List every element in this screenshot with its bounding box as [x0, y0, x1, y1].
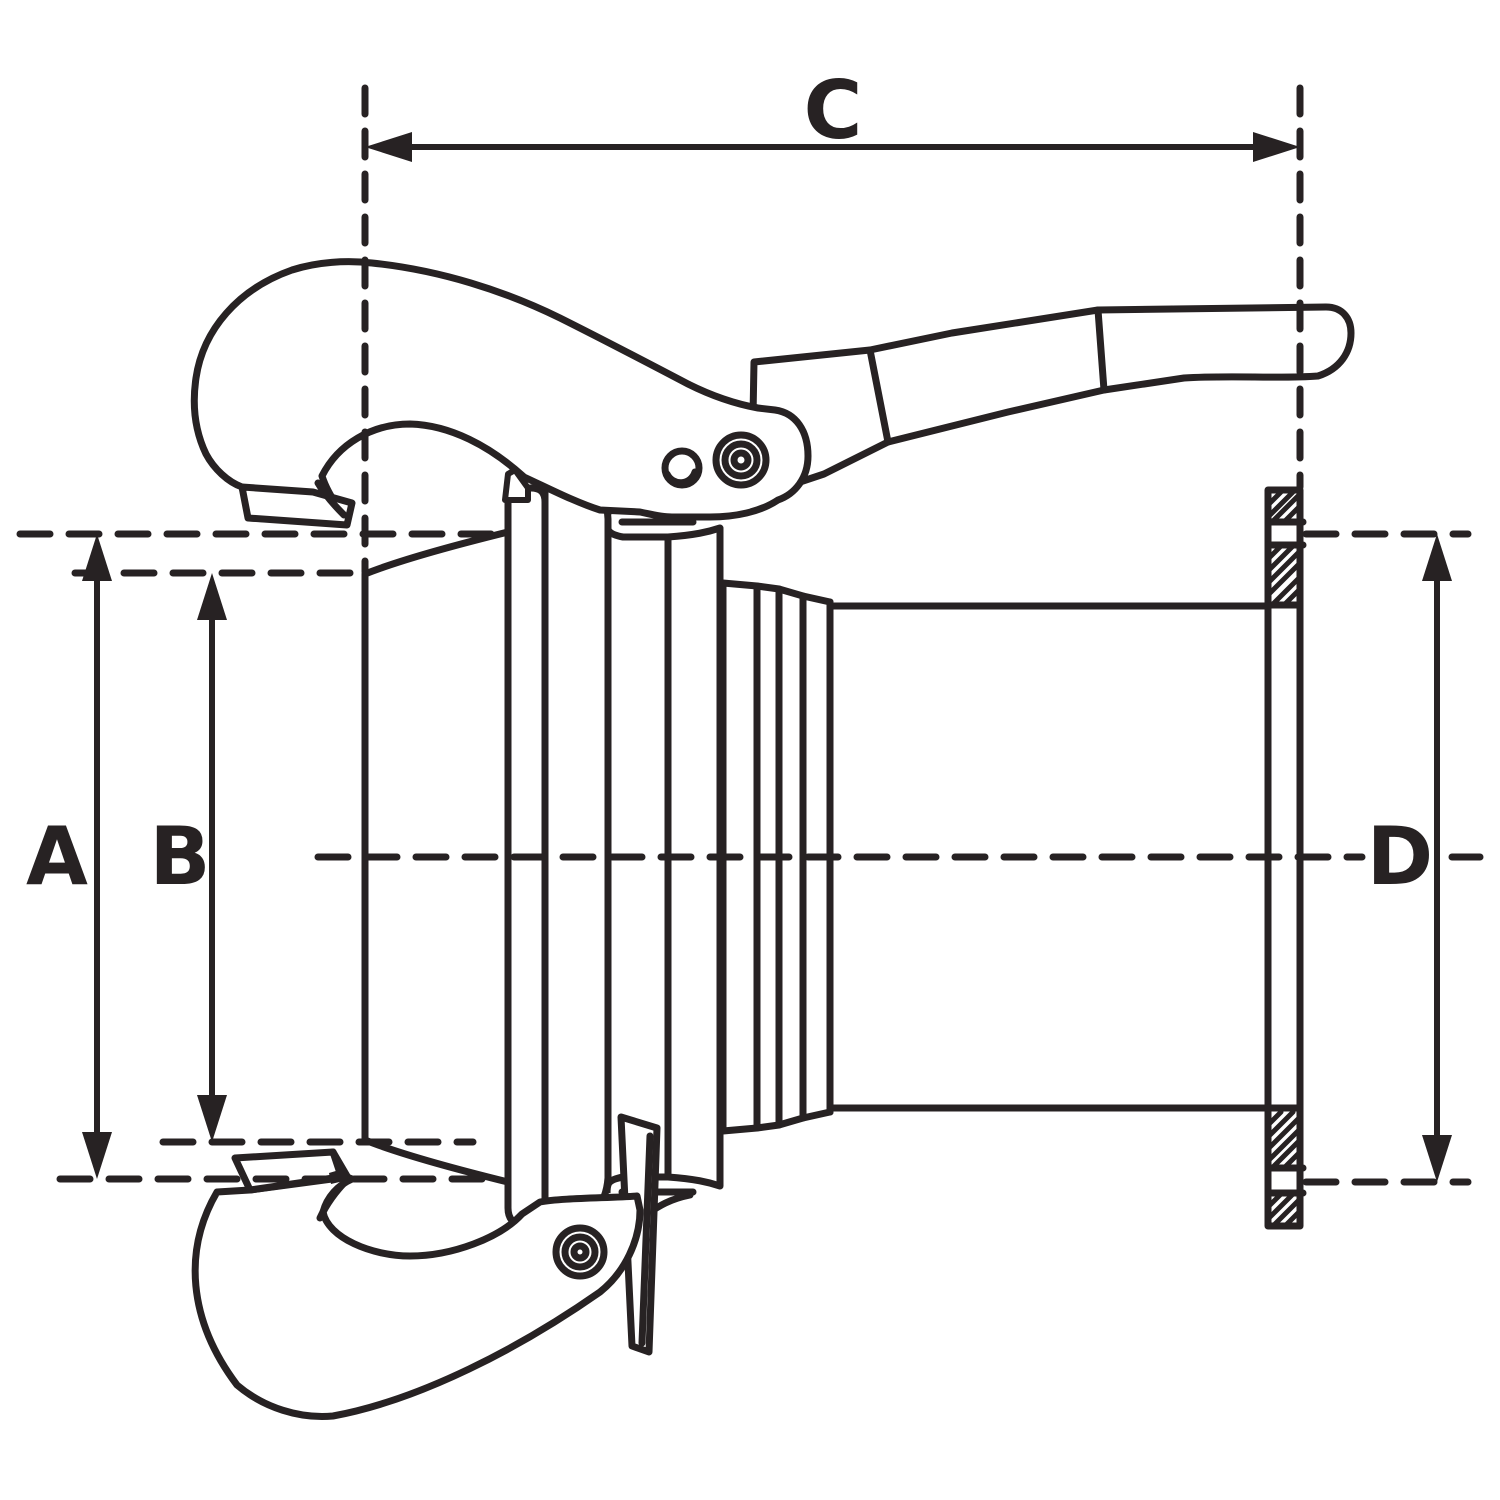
flange — [1264, 486, 1307, 1230]
handle-segment-line-2 — [1094, 306, 1108, 394]
dimension-labels: C A B D — [26, 64, 1433, 903]
bottom-pivot-rivet — [552, 1224, 608, 1280]
dimension-c — [365, 132, 1300, 162]
flange-plate — [1264, 486, 1304, 1230]
label-c: C — [804, 64, 863, 157]
label-a: A — [26, 810, 88, 903]
top-pivot-rivet — [712, 431, 770, 489]
dimension-d — [1422, 534, 1452, 1182]
dimension-lines — [82, 132, 1452, 1182]
dimension-b — [197, 573, 227, 1142]
pivot-hole — [661, 447, 703, 489]
top-hook-and-plate-body — [190, 258, 812, 527]
handle-segment-line-1 — [866, 346, 892, 446]
bottom-hook-tip-curl — [316, 1176, 351, 1222]
dimension-a — [82, 534, 112, 1179]
bottom-hook-body — [191, 1173, 644, 1420]
bottom-latch-slab-fold — [329, 1148, 344, 1177]
lever-handle-body — [748, 303, 1355, 496]
bottom-bracket-inner-line — [638, 1132, 654, 1347]
label-d: D — [1367, 810, 1433, 903]
top-latch-hook — [190, 258, 812, 529]
top-hook-tip-curl — [314, 479, 348, 519]
flange-hatching — [1266, 489, 1302, 1227]
extension-lines — [16, 84, 1488, 1186]
label-b: B — [150, 810, 211, 903]
lever-handle — [748, 303, 1355, 496]
bottom-latch-hook — [191, 1148, 644, 1420]
